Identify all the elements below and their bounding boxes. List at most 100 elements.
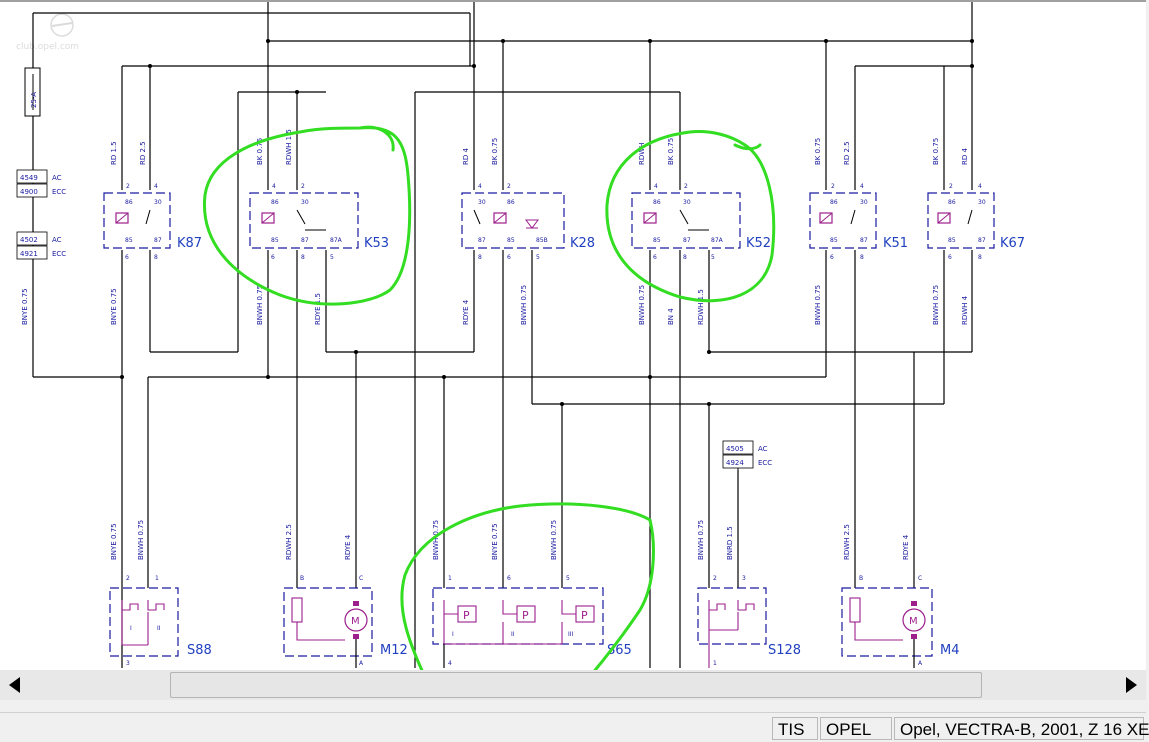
wire-label: RD 1.5 [110,141,118,165]
wire-label: RDWH 1.5 [697,289,705,325]
triangle-right-icon [1126,677,1137,693]
pin-label: 2 [301,183,305,190]
relay-k51: 2 4 86 30 85 87 6 8 K51 [809,183,908,261]
pin-label: 8 [478,254,482,261]
pin-label: 4 [448,660,452,667]
pin-label: 87 [478,237,486,244]
wire-label: BNWH 0.75 [520,285,528,325]
ref-code: 4549 [20,174,38,182]
ref-tag: ECC [52,250,66,258]
fuse: 25-A [24,67,41,117]
ref-tag: AC [52,236,62,244]
position-label: II [511,631,515,638]
wire-label: RDYE 4 [462,299,470,325]
pin-label: 2 [684,183,688,190]
pin-label: 6 [271,254,275,261]
component-label: S128 [768,643,801,658]
pin-label: 30 [978,199,986,206]
scroll-right-button[interactable] [1118,674,1144,696]
mid-wire-labels: BNYE 0.75 BNYE 0.75 BNWH 0.75 RDYE 1.5 R… [21,285,969,325]
pin-label: 85B [536,237,548,244]
pin-label: B [859,575,863,582]
ref-code: 4921 [20,250,38,258]
wire-label: RDYE 4 [344,534,352,560]
pin-label: 6 [653,254,657,261]
wire-label: RDWH [638,143,646,165]
wire-label: BNWH 0.75 [814,285,822,325]
wire-label: BK 0.75 [814,138,822,165]
wire-label: RD 4 [961,148,969,165]
pin-label: 85 [948,237,956,244]
relay-k67: 2 4 86 30 85 87 6 8 K67 [927,183,1025,261]
status-app: TIS [772,717,818,740]
pin-label: 2 [507,183,511,190]
pin-label: 30 [860,199,868,206]
pin-label: 8 [154,254,158,261]
ref-code: 4924 [726,459,744,467]
pin-label: 85 [125,237,133,244]
position-label: I [452,631,454,638]
component-label: S88 [187,643,212,658]
wire-label: BNWH 0.75 [932,285,940,325]
junction-dots [120,39,974,406]
component-label: K28 [570,236,595,251]
pin-label: 85 [830,237,838,244]
switch-s128: 2 3 1 S128 [697,575,801,668]
pin-label: 5 [566,575,570,582]
component-label: K52 [746,236,771,251]
pin-label: 30 [301,199,309,206]
component-label: K67 [1000,236,1025,251]
wire-label: RD 4 [462,148,470,165]
highlight-k53 [202,125,412,306]
pin-label: 8 [978,254,982,261]
wire-label: BNWH 0.75 [256,285,264,325]
wire-label: RD 2.5 [139,141,147,165]
scroll-left-button[interactable] [2,674,28,696]
pin-label: 30 [683,199,691,206]
pin-label: 6 [830,254,834,261]
wire-label: BN 4 [667,308,675,325]
motor-m12: B C A M M12 [283,575,408,668]
wire-label: RDYE 4 [902,534,910,560]
pin-label: 85 [653,237,661,244]
wire-label: RDWH 2.5 [285,524,293,560]
wire-label: BNYE 0.75 [110,523,118,560]
pin-label: B [300,575,304,582]
relay-k53: 4 2 86 30 85 87 87A 6 8 5 K53 [249,183,389,261]
pin-label: 6 [507,254,511,261]
wire-label: BNWH 0.75 [550,520,558,560]
ref-tag: ECC [758,459,772,467]
lower-wire-labels: BNYE 0.75 BNWH 0.75 RDWH 2.5 RDYE 4 BNWH… [110,520,910,560]
pin-label: 8 [860,254,864,261]
pin-label: 86 [948,199,956,206]
pin-label: 5 [711,254,715,261]
pin-label: 4 [654,183,658,190]
pin-label: A [359,660,364,667]
pin-label: 2 [126,183,130,190]
highlight-s65 [400,502,655,690]
component-label: K87 [177,236,202,251]
motor-symbol: M [351,616,360,627]
reference-boxes: 4549 AC 4900 ECC 4502 AC 4921 ECC 4505 A… [16,169,772,472]
pin-label: 1 [713,660,717,667]
pin-label: A [918,660,923,667]
wire-label: BNRD 1.5 [726,526,734,560]
pin-label: 1 [155,575,159,582]
horizontal-scrollbar[interactable] [0,670,1146,700]
status-bar: TIS OPEL Opel, VECTRA-B, 2001, Z 16 XE [0,712,1149,742]
scroll-thumb[interactable] [170,672,982,698]
wires [32,2,973,668]
pin-label: 30 [478,199,486,206]
upper-wire-labels: RD 1.5 RD 2.5 BK 0.75 RDWH 1.5 RD 4 BK 0… [110,129,969,165]
component-label: K51 [883,236,908,251]
status-vehicle: Opel, VECTRA-B, 2001, Z 16 XE [894,717,1149,740]
switch-s88: 2 1 3 I II S88 [109,575,212,667]
pin-label: 87A [711,237,724,244]
component-label: M12 [380,643,408,658]
pin-label: 4 [154,183,158,190]
ref-tag: ECC [52,188,66,196]
watermark-logo: club.opel.com [16,13,79,52]
pin-label: 30 [154,199,162,206]
pin-label: 2 [126,575,130,582]
wire-label: BK 0.75 [256,138,264,165]
